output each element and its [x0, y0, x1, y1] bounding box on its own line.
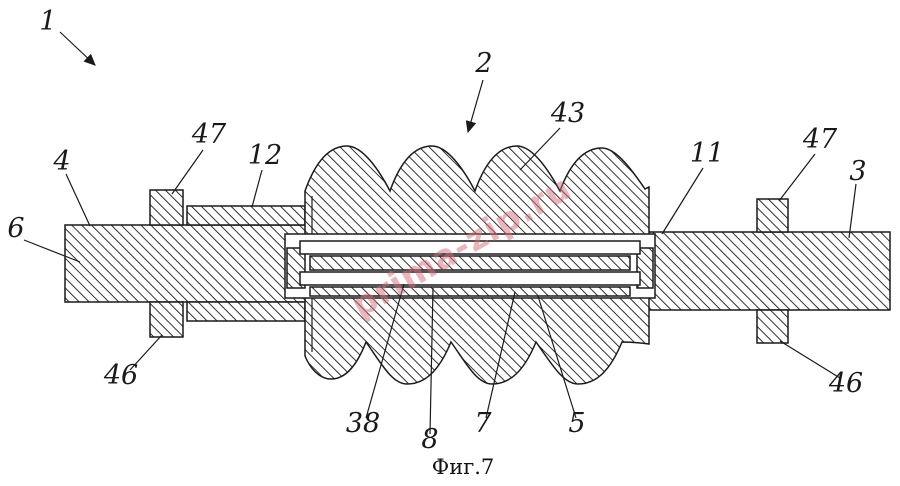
leader-38: [365, 283, 405, 419]
leader-8: [429, 287, 434, 435]
ref-num-11: 11: [690, 138, 724, 169]
inner-tube-lower: [299, 271, 641, 286]
assembly-parts: [64, 145, 891, 385]
ref-num-43: 43: [550, 98, 585, 129]
leader-11: [661, 167, 704, 235]
sleeve-lower: [186, 301, 306, 322]
leader-12: [251, 169, 263, 208]
ref-num-2: 2: [474, 48, 492, 79]
ref-num-5: 5: [568, 408, 585, 439]
ref-num-47-right: 47: [802, 124, 838, 155]
ref-num-46-right: 46: [828, 368, 863, 399]
retaining-ring-right-bottom: [756, 309, 789, 344]
leader-7: [485, 291, 516, 419]
retaining-ring-left-bottom: [149, 301, 184, 338]
ref-num-12: 12: [248, 140, 282, 171]
leader-47-right: [778, 153, 816, 202]
leader-6: [23, 239, 81, 263]
ref-num-1: 1: [39, 6, 56, 37]
figure-caption: Фиг.7: [432, 455, 494, 479]
inner-tube-upper: [299, 240, 641, 255]
ref-num-7: 7: [474, 408, 492, 439]
reference-numerals: 1 2 43 47 12 11 47 3 4 6 46 46 38 8 7 5: [7, 6, 866, 455]
leader-4: [65, 173, 91, 227]
leader-arrow-1: [59, 31, 96, 66]
leader-46-left: [129, 334, 163, 371]
leader-arrow-2: [465, 79, 484, 134]
ref-num-38: 38: [346, 408, 380, 439]
ref-num-3: 3: [849, 156, 866, 187]
leader-lines: [23, 31, 857, 435]
sleeve-upper: [186, 205, 306, 226]
retaining-ring-left-top: [149, 189, 184, 226]
ref-num-47-left: 47: [191, 119, 227, 150]
ref-num-46-left: 46: [103, 360, 138, 391]
leader-47-left: [171, 149, 204, 195]
ref-num-6: 6: [7, 213, 24, 244]
leader-46-right: [779, 340, 841, 379]
inner-end-block-right: [636, 247, 654, 289]
leader-5: [537, 295, 577, 419]
right-shaft: [639, 231, 891, 311]
inner-lower-bar: [309, 286, 631, 297]
ref-num-8: 8: [421, 424, 438, 455]
ref-num-4: 4: [52, 146, 70, 177]
left-shaft: [64, 224, 311, 303]
retaining-ring-right-top: [756, 198, 789, 233]
leader-3: [848, 183, 857, 239]
inner-screw-bar: [309, 255, 631, 271]
leader-43: [519, 127, 561, 171]
